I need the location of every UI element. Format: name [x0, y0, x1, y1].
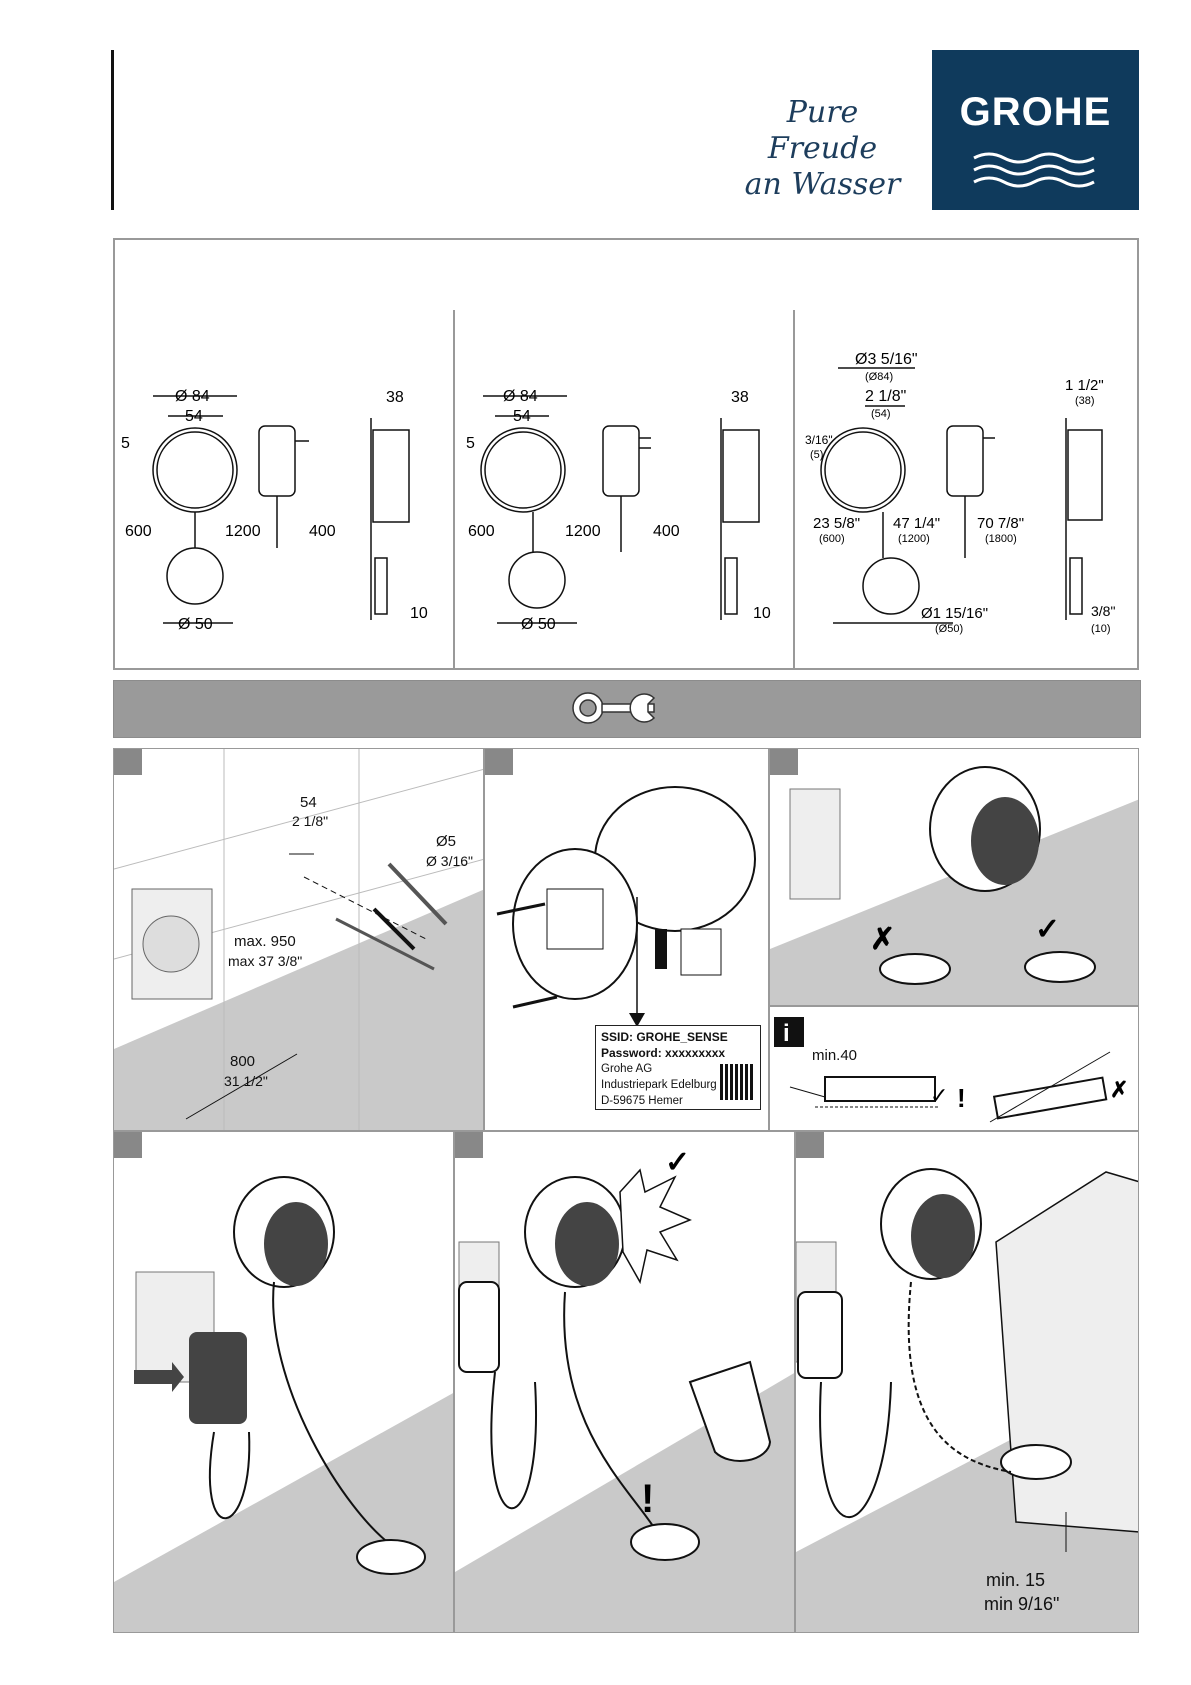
step-4-panel: [113, 1131, 454, 1633]
step-6-tag: [796, 1132, 824, 1158]
dim-c-thickness: 3/8": [1091, 603, 1115, 619]
info-check-icon: ✓: [930, 1083, 948, 1108]
dim-c-cable-adapter-mm: (1800): [985, 533, 1017, 545]
warning-icon: !: [957, 1083, 966, 1113]
label-address1: Industriepark Edelburg: [601, 1079, 717, 1091]
step-5-panel: ✓ !: [454, 1131, 795, 1633]
dim-c-cable-adapter: 70 7/8": [977, 515, 1024, 532]
label-company: Grohe AG: [601, 1063, 653, 1075]
dim-c-spacing: 2 1/8": [865, 388, 906, 405]
dim-a-dia-floor: Ø 50: [178, 616, 213, 633]
grohe-logo: GROHE: [932, 50, 1139, 210]
dim-c-cable-sensor: 47 1/4": [893, 515, 940, 532]
dim-a-dia: Ø 84: [175, 388, 210, 405]
step-5-tag: [455, 1132, 483, 1158]
dim-panel-us: [480, 395, 760, 624]
slogan-line1: Pure Freude: [767, 95, 878, 166]
dim-b-dia-floor: Ø 50: [521, 616, 556, 633]
dim-a-spacing: 54: [185, 408, 203, 425]
step-2-drawing: [496, 786, 756, 1027]
dim-a-cable-left: 600: [125, 523, 152, 540]
logo-wordmark: GROHE: [959, 90, 1112, 134]
step5-check-icon: ✓: [665, 1146, 690, 1179]
info-icon: i: [783, 1020, 790, 1047]
dim-a-depth: 38: [386, 389, 404, 406]
info-wrong-icon: ✗: [1110, 1077, 1128, 1102]
dim-b-cable-sensor: 1200: [565, 523, 601, 540]
dim-c-cable-sensor-mm: (1200): [898, 533, 930, 545]
dim-c-dia: Ø3 5/16": [855, 351, 918, 368]
step-6-drawing: [796, 1168, 1138, 1632]
min-clearance-label: min.40: [812, 1047, 858, 1064]
wifi-ssid: SSID: GROHE_SENSE: [601, 1030, 728, 1044]
dim-a-offset: 5: [121, 435, 130, 452]
header-rule: [111, 50, 114, 210]
slogan-line2: an Wasser: [744, 167, 901, 202]
dim-b-spacing: 54: [513, 408, 531, 425]
step-6-panel: min. 15 min 9/16": [795, 1131, 1139, 1633]
step-3-panel: ✗ ✓: [769, 748, 1139, 1006]
dim-a-thickness: 10: [410, 605, 428, 622]
wifi-label-card: SSID: GROHE_SENSE Password: xxxxxxxxx Gr…: [595, 1025, 761, 1110]
dim-panel-imperial: [820, 367, 1103, 624]
step1-drill-mm: Ø5: [436, 833, 457, 850]
dim-b-dia: Ø 84: [503, 388, 538, 405]
dim-c-dia-floor-mm: (Ø50): [935, 623, 963, 635]
dim-c-offset-mm: (5): [810, 449, 823, 461]
step-2-tag: [485, 749, 513, 775]
step1-height-mm: max. 950: [234, 933, 296, 950]
dim-b-cable-left: 600: [468, 523, 495, 540]
dim-b-cable-adapter: 400: [653, 523, 680, 540]
step-3-drawing: ✗ ✓: [770, 766, 1138, 1005]
step-4-tag: [114, 1132, 142, 1158]
dim-c-thickness-mm: (10): [1091, 623, 1111, 635]
step1-height-in: max 37 3/8": [228, 953, 303, 969]
step-3-info-panel: i ✓ ! ✗ min.40: [769, 1006, 1139, 1131]
dim-c-spacing-mm: (54): [871, 408, 891, 420]
dim-panel-eu: [152, 395, 410, 624]
step5-warning-icon: !: [641, 1477, 654, 1521]
step6-min-in: min 9/16": [984, 1594, 1060, 1614]
step-4-drawing: [114, 1176, 453, 1632]
dimension-drawings: Ø 84 54 5 600 1200 400 38 Ø 50 10 Ø 84 5…: [121, 310, 1115, 670]
wrench-icon: [572, 692, 656, 724]
step6-min-mm: min. 15: [986, 1570, 1046, 1590]
qr-code-icon: [720, 1064, 754, 1100]
step-1-panel: 54 2 1/8" Ø5 Ø 3/16" max. 950 max 37 3/8…: [113, 748, 484, 1131]
dim-c-cable-left-mm: (600): [819, 533, 845, 545]
dim-b-thickness: 10: [753, 605, 771, 622]
dim-c-dia-floor: Ø1 15/16": [921, 605, 988, 622]
dim-c-dia-mm: (Ø84): [865, 371, 893, 383]
dim-a-cable-sensor: 1200: [225, 523, 261, 540]
step1-spacing-in: 2 1/8": [292, 813, 329, 829]
wifi-password: Password: xxxxxxxxx: [601, 1046, 726, 1060]
step-3-tag: [770, 749, 798, 775]
dim-c-cable-left: 23 5/8": [813, 515, 860, 532]
step-3-info-drawing: i ✓ ! ✗: [774, 1017, 1128, 1123]
step1-dist-mm: 800: [230, 1053, 256, 1070]
step1-drill-in: Ø 3/16": [426, 853, 473, 869]
dimensions-frame: [113, 238, 1139, 670]
check-mark-icon: ✓: [1035, 913, 1060, 946]
step1-spacing-mm: 54: [300, 794, 317, 811]
label-address2: D-59675 Hemer: [601, 1095, 683, 1107]
step-1-drawing: [114, 749, 483, 1130]
dim-c-depth-mm: (38): [1075, 395, 1095, 407]
dim-c-offset: 3/16": [805, 433, 833, 447]
step-5-drawing: ✓ !: [455, 1146, 794, 1632]
dim-b-offset: 5: [466, 435, 475, 452]
wrong-mark-icon: ✗: [870, 923, 895, 956]
water-waves-icon: [973, 152, 1095, 188]
step1-dist-in: 31 1/2": [224, 1073, 268, 1089]
dim-b-depth: 38: [731, 389, 749, 406]
dim-a-cable-adapter: 400: [309, 523, 336, 540]
dim-c-depth: 1 1/2": [1065, 377, 1104, 394]
slogan: Pure Freude an Wasser: [735, 95, 910, 203]
step-1-tag: [114, 749, 142, 775]
